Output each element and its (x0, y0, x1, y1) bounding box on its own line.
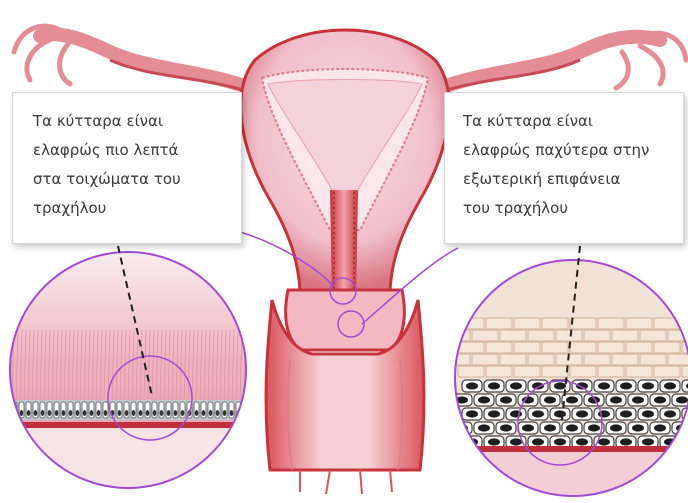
callout-thin-cells-line-2: ελαφρώς πιο λεπτά (33, 136, 231, 165)
callout-thin-cells-line-1: Τα κύτταρα είναι (33, 107, 231, 136)
callout-thick-cells-line-2: ελαφρώς παχύτερα στην (463, 136, 675, 165)
callout-thick-cells-line-3: εξωτερική επιφάνεια (463, 165, 675, 194)
magnified-tissue-thick-cells (444, 246, 688, 503)
callout-thick-cells-line-4: του τραχήλου (463, 194, 675, 223)
callout-thin-cells: Τα κύτταρα είναι ελαφρώς πιο λεπτά στα τ… (12, 92, 242, 244)
magnified-tissue-thin-cells (0, 246, 260, 503)
callout-thin-cells-line-4: τραχήλου (33, 194, 231, 223)
callout-thin-cells-line-3: στα τοιχώματα του (33, 165, 231, 194)
callout-thick-cells-line-1: Τα κύτταρα είναι (463, 107, 675, 136)
fallopian-tube-right (440, 33, 686, 92)
callout-thick-cells: Τα κύτταρα είναι ελαφρώς παχύτερα στην ε… (444, 92, 684, 244)
cervix-and-vagina (266, 290, 424, 494)
fallopian-tube-left (14, 26, 250, 92)
